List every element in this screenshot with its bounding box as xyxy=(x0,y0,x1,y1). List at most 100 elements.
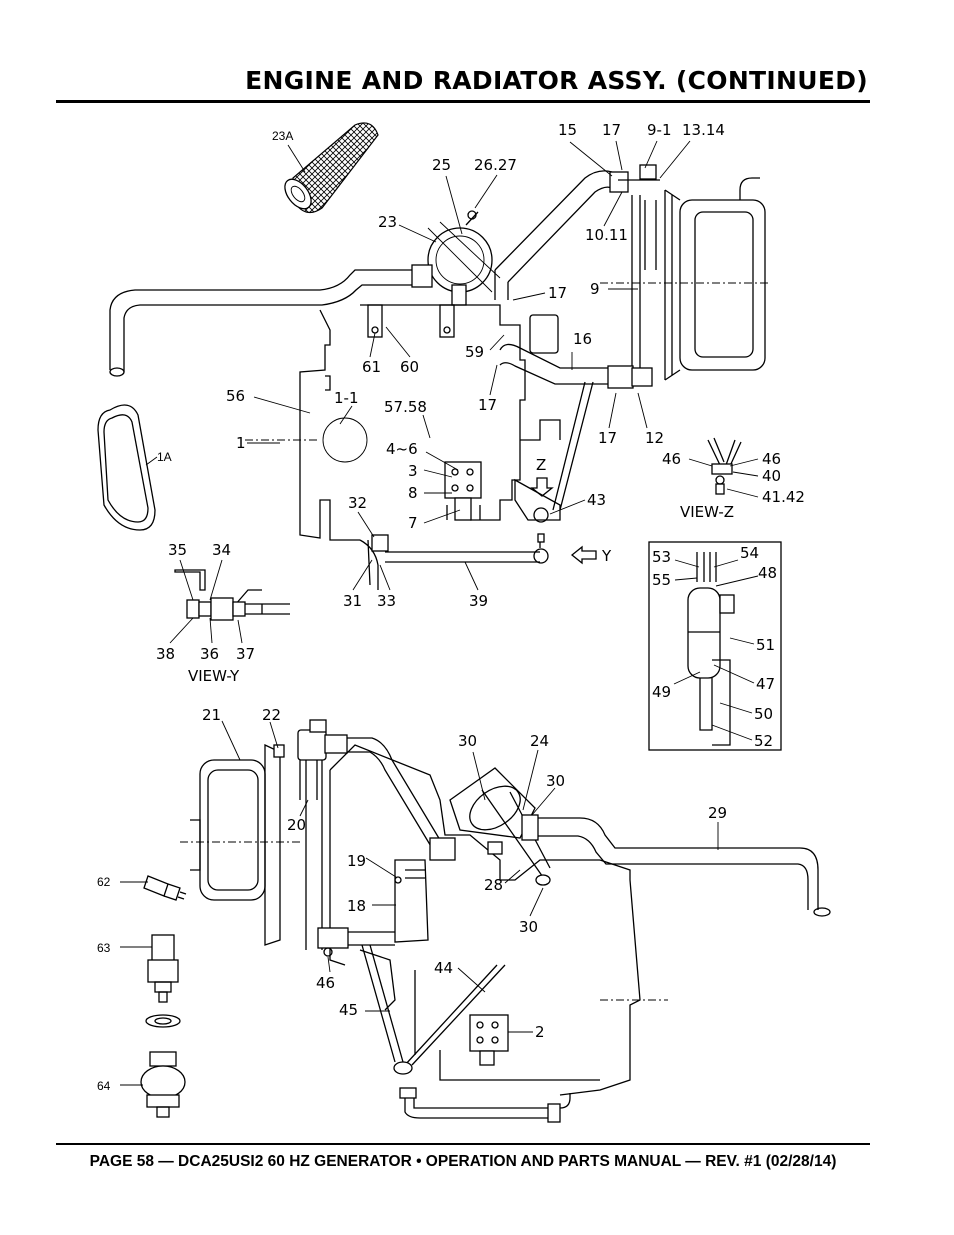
label-4-6: 4~6 xyxy=(386,440,418,458)
label-17: 17 xyxy=(602,121,621,139)
title-rule xyxy=(56,100,870,103)
label-41-42: 41.42 xyxy=(762,488,805,506)
label-y: Y xyxy=(601,547,612,565)
label-48: 48 xyxy=(758,564,777,582)
label-46: 46 xyxy=(316,974,335,992)
label-35: 35 xyxy=(168,541,187,559)
label-18: 18 xyxy=(347,897,366,915)
label-40: 40 xyxy=(762,467,781,485)
label-25: 25 xyxy=(432,156,451,174)
label-62: 62 xyxy=(97,875,111,889)
label-17: 17 xyxy=(478,396,497,414)
turbo-24 xyxy=(449,767,551,886)
label-57-58: 57.58 xyxy=(384,398,427,416)
label-36: 36 xyxy=(200,645,219,663)
label-43: 43 xyxy=(587,491,606,509)
label-view-y: VIEW-Y xyxy=(188,667,240,685)
drain-valve-view-y xyxy=(174,569,290,621)
radiator-lower-21 xyxy=(180,743,300,946)
label-30: 30 xyxy=(546,772,565,790)
label-28: 28 xyxy=(484,876,503,894)
label-30: 30 xyxy=(458,732,477,750)
label-47: 47 xyxy=(756,675,775,693)
bracket-43 xyxy=(514,477,561,523)
label-55: 55 xyxy=(652,571,671,589)
label-20: 20 xyxy=(287,816,306,834)
label-23: 23 xyxy=(378,213,397,231)
label-1-1: 1-1 xyxy=(334,389,359,407)
label-10-11: 10.11 xyxy=(585,226,628,244)
label-19: 19 xyxy=(347,852,366,870)
label-46: 46 xyxy=(662,450,681,468)
label-23a: 23A xyxy=(272,129,293,143)
label-52: 52 xyxy=(754,732,773,750)
intake-pipe-upper xyxy=(109,269,415,377)
label-38: 38 xyxy=(156,645,175,663)
label-2: 2 xyxy=(535,1023,545,1041)
label-12: 12 xyxy=(645,429,664,447)
lower-drain-pipe xyxy=(399,1087,571,1123)
label-7: 7 xyxy=(408,514,418,532)
fan-belt-1a xyxy=(97,404,156,531)
page-footer: PAGE 58 — DCA25USI2 60 HZ GENERATOR • OP… xyxy=(89,1153,837,1170)
label-8: 8 xyxy=(408,484,418,502)
page-title: ENGINE AND RADIATOR ASSY. (CONTINUED) xyxy=(245,66,868,95)
label-17: 17 xyxy=(598,429,617,447)
sensor-63 xyxy=(145,934,181,1028)
hose-16 xyxy=(499,343,653,511)
label-32: 32 xyxy=(348,494,367,512)
fuel-filter-box xyxy=(648,541,782,751)
leader-lines xyxy=(120,140,759,1086)
radiator-upper-hose-15 xyxy=(494,170,629,300)
engine-block-lower xyxy=(329,744,668,1096)
label-59: 59 xyxy=(465,343,484,361)
label-34: 34 xyxy=(212,541,231,559)
label-63: 63 xyxy=(97,941,111,955)
label-37: 37 xyxy=(236,645,255,663)
pipe-39 xyxy=(359,533,597,590)
label-39: 39 xyxy=(469,592,488,610)
bracket-60-61 xyxy=(367,304,455,338)
sensor-62 xyxy=(143,875,187,901)
label-9: 9 xyxy=(590,280,600,298)
label-26-27: 26.27 xyxy=(474,156,517,174)
label-view-z: VIEW-Z xyxy=(680,503,734,521)
label-54: 54 xyxy=(740,544,759,562)
label-24: 24 xyxy=(530,732,549,750)
label-z: Z xyxy=(536,456,546,474)
label-1a: 1A xyxy=(157,450,172,464)
label-3: 3 xyxy=(408,462,418,480)
sensor-64 xyxy=(140,1051,186,1118)
exhaust-pipe-29 xyxy=(521,814,831,917)
label-13-14: 13.14 xyxy=(682,121,725,139)
label-30: 30 xyxy=(519,918,538,936)
label-22: 22 xyxy=(262,706,281,724)
label-1: 1 xyxy=(236,434,246,452)
label-46: 46 xyxy=(762,450,781,468)
label-17: 17 xyxy=(548,284,567,302)
label-44: 44 xyxy=(434,959,453,977)
footer-rule xyxy=(56,1143,870,1145)
label-15: 15 xyxy=(558,121,577,139)
label-56: 56 xyxy=(226,387,245,405)
radiator-hoses-20-22 xyxy=(297,719,441,950)
label-33: 33 xyxy=(377,592,396,610)
label-53: 53 xyxy=(652,548,671,566)
label-21: 21 xyxy=(202,706,221,724)
label-45: 45 xyxy=(339,1001,358,1019)
label-50: 50 xyxy=(754,705,773,723)
label-9-1: 9-1 xyxy=(647,121,672,139)
engine-block-upper xyxy=(245,304,561,541)
label-61: 61 xyxy=(362,358,381,376)
label-64: 64 xyxy=(97,1079,111,1093)
mounting-bracket-3 xyxy=(444,461,482,521)
label-16: 16 xyxy=(573,330,592,348)
air-filter-element-23a xyxy=(284,122,379,214)
bracket-rods-44-45 xyxy=(361,944,506,1075)
clamp-view-z xyxy=(707,437,742,495)
label-49: 49 xyxy=(652,683,671,701)
label-31: 31 xyxy=(343,592,362,610)
sub-tank-18 xyxy=(317,859,429,957)
part-labels: 23A 15 17 9-1 13.14 25 26.27 23 10.11 9 … xyxy=(97,121,805,1093)
